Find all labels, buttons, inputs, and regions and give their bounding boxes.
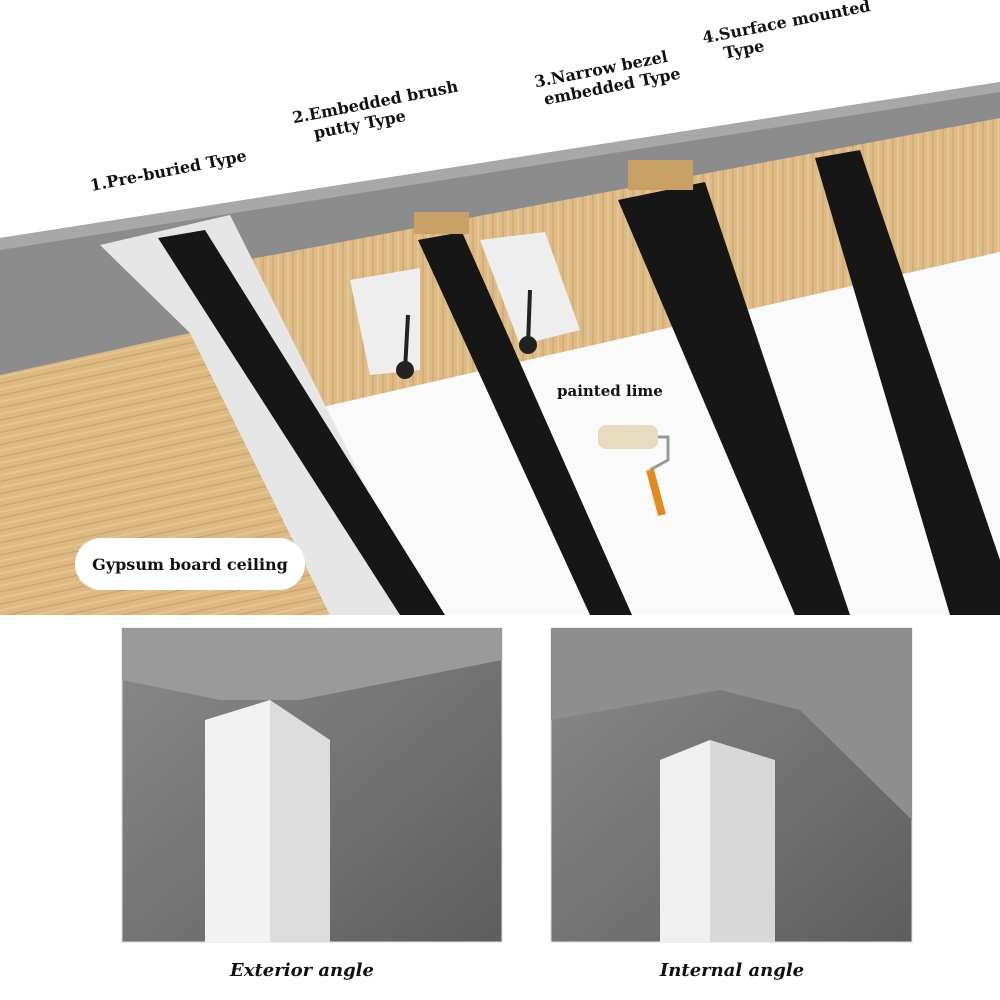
wood-band xyxy=(235,118,1000,410)
painted-lime-label: painted lime xyxy=(557,382,663,400)
profile-embedded-brush xyxy=(418,232,632,615)
exterior-angle-caption: Exterior angle xyxy=(230,960,374,981)
internal-angle-caption: Internal angle xyxy=(659,960,805,981)
gypsum-board-label: Gypsum board ceiling xyxy=(75,538,305,590)
profile-narrow-bezel xyxy=(618,182,850,615)
profile-pre-buried xyxy=(158,230,445,615)
profile-surface-mounted xyxy=(815,150,1000,615)
paint-roller-icon xyxy=(598,425,670,517)
